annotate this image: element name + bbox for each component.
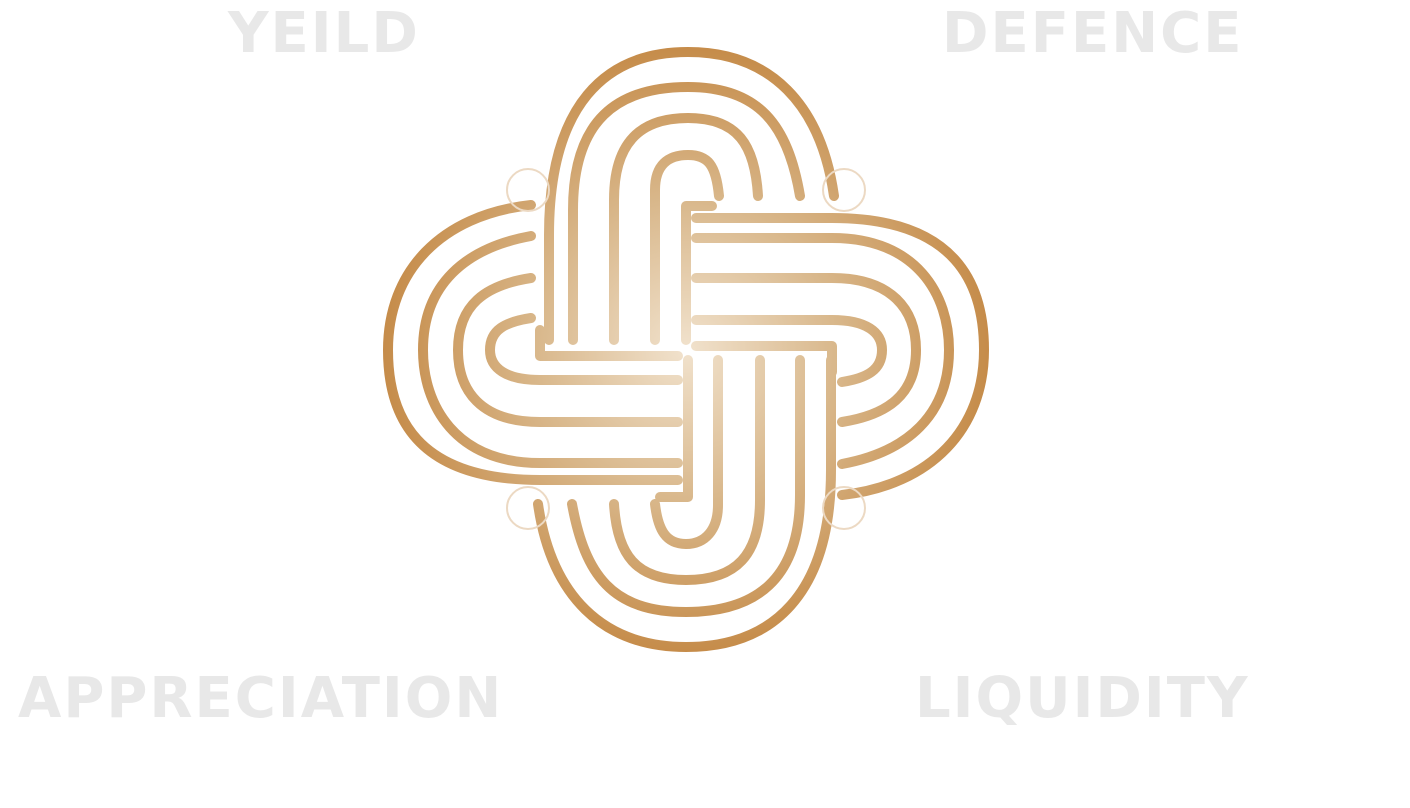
right-stem [691, 341, 837, 377]
bottom-loop-1 [533, 355, 836, 652]
left-loop-3 [453, 273, 683, 427]
bottom-loop-3 [609, 355, 765, 585]
circle-marker-icon [506, 168, 550, 212]
label-appreciation: APPRECIATION [18, 666, 504, 731]
left-loop-1 [383, 200, 683, 485]
top-loop-2 [568, 82, 805, 345]
label-yield: YEILD [228, 1, 420, 66]
top-loop-4 [650, 150, 724, 345]
left-stem [535, 325, 683, 361]
top-loop-3 [609, 113, 763, 345]
top-loop-1 [544, 47, 839, 345]
circle-marker-icon [822, 486, 866, 530]
bottom-stem [655, 355, 693, 502]
bottom-loop-2 [567, 355, 805, 617]
right-loop-4 [691, 315, 887, 387]
right-loop-1 [691, 213, 989, 500]
left-loop-4 [485, 313, 683, 385]
circle-marker-icon [822, 168, 866, 212]
label-liquidity: LIQUIDITY [915, 666, 1250, 731]
bottom-loop-4 [650, 355, 723, 549]
label-defence: DEFENCE [942, 1, 1244, 66]
top-stem [681, 201, 717, 345]
right-loop-2 [691, 233, 954, 469]
circle-marker-icon [506, 486, 550, 530]
right-loop-3 [691, 273, 921, 427]
left-loop-2 [418, 231, 683, 468]
